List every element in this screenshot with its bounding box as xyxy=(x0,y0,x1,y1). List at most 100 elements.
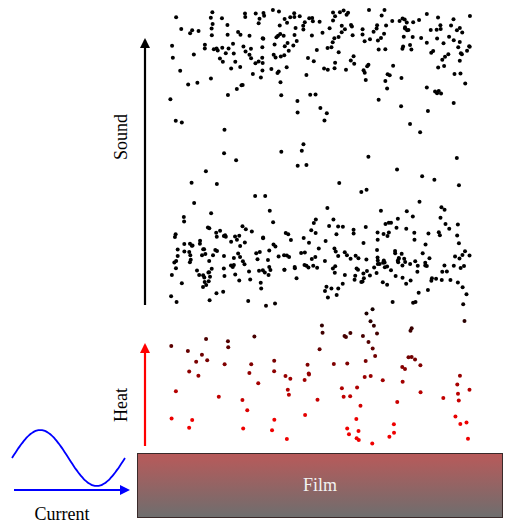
particle xyxy=(425,41,429,45)
particle xyxy=(332,246,336,250)
particle xyxy=(309,228,313,232)
particle xyxy=(194,360,198,364)
particle xyxy=(311,264,315,268)
particle xyxy=(361,32,365,36)
particle xyxy=(381,280,385,284)
particle xyxy=(404,227,408,231)
particle xyxy=(343,27,347,31)
particle xyxy=(333,264,337,268)
particle xyxy=(197,273,201,277)
particle xyxy=(438,23,442,27)
particle xyxy=(222,128,226,132)
particle xyxy=(190,418,194,422)
particle xyxy=(333,61,337,65)
particle xyxy=(458,374,462,378)
particle xyxy=(408,122,412,126)
particle xyxy=(359,190,363,194)
current-arrow xyxy=(14,489,128,491)
particle xyxy=(222,151,226,155)
particle xyxy=(174,119,178,123)
particle xyxy=(261,236,265,240)
particle xyxy=(259,286,263,290)
particle xyxy=(260,45,264,49)
particle xyxy=(383,265,387,269)
particle xyxy=(287,49,291,53)
particle xyxy=(382,8,386,12)
particle xyxy=(453,415,457,419)
particle xyxy=(442,263,446,267)
particle xyxy=(256,257,260,261)
particle xyxy=(293,33,297,37)
particle xyxy=(468,254,472,258)
particle xyxy=(272,418,276,422)
particle xyxy=(464,292,468,296)
particle xyxy=(336,254,340,258)
particle xyxy=(411,214,415,218)
particle xyxy=(424,243,428,247)
particle xyxy=(307,241,311,245)
particle xyxy=(214,231,218,235)
particle xyxy=(233,60,237,64)
particle xyxy=(254,251,258,255)
current-wave xyxy=(12,430,125,486)
particle xyxy=(213,248,217,252)
particle xyxy=(267,273,271,277)
particle xyxy=(270,428,274,432)
particle xyxy=(458,71,462,75)
particle xyxy=(258,250,262,254)
particle xyxy=(180,121,184,125)
particle xyxy=(375,248,379,252)
particle xyxy=(358,404,362,408)
particle xyxy=(400,47,404,51)
particle xyxy=(326,46,330,50)
particle xyxy=(348,331,352,335)
particle xyxy=(353,274,357,278)
particle xyxy=(178,69,182,73)
particle xyxy=(204,337,208,341)
particle xyxy=(221,60,225,64)
particle xyxy=(293,266,297,270)
particle xyxy=(212,47,216,51)
particle xyxy=(419,390,423,394)
particle xyxy=(300,149,304,153)
particle xyxy=(460,31,464,35)
particle xyxy=(175,300,179,304)
particle xyxy=(413,259,417,263)
particle xyxy=(439,27,443,31)
particle xyxy=(418,130,422,134)
particles xyxy=(168,8,472,445)
particle xyxy=(392,422,396,426)
particle xyxy=(207,279,211,283)
particle xyxy=(258,17,262,21)
particle xyxy=(313,255,317,259)
particle xyxy=(312,59,316,63)
particle xyxy=(250,229,254,233)
particle xyxy=(327,224,331,228)
particle xyxy=(256,381,260,385)
particle xyxy=(198,242,202,246)
particle xyxy=(260,56,264,60)
particle xyxy=(244,50,248,54)
particle xyxy=(292,15,296,19)
particle xyxy=(282,268,286,272)
particle xyxy=(440,270,444,274)
particle xyxy=(271,220,275,224)
particle xyxy=(376,38,380,42)
particle xyxy=(238,255,242,259)
particle xyxy=(368,37,372,41)
particle xyxy=(387,435,391,439)
particle xyxy=(458,40,462,44)
particle xyxy=(308,93,312,97)
particle xyxy=(295,99,299,103)
particle xyxy=(376,255,380,259)
particle xyxy=(301,142,305,146)
particle xyxy=(186,82,190,86)
particle xyxy=(462,264,466,268)
particle xyxy=(240,398,244,402)
particle xyxy=(314,218,318,222)
particle xyxy=(243,262,247,266)
particle xyxy=(172,261,176,265)
particle xyxy=(440,278,444,282)
particle xyxy=(361,280,365,284)
particle xyxy=(447,35,451,39)
